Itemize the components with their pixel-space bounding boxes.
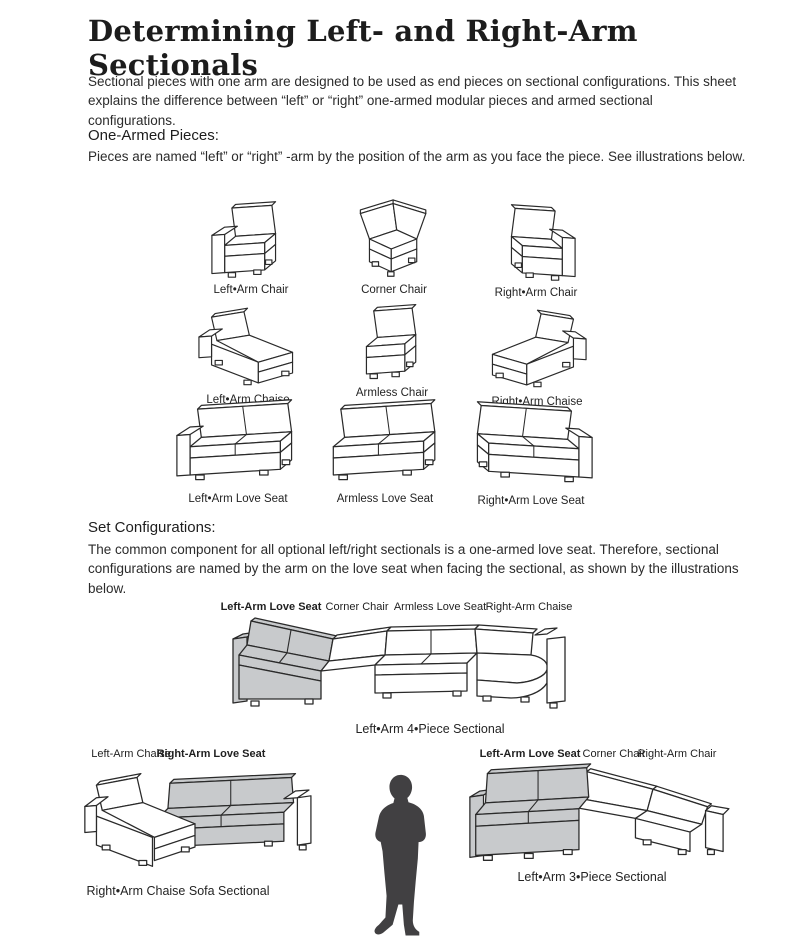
piece-label: Right•Arm Love Seat xyxy=(477,495,585,507)
one-armed-pieces-description: Pieces are named “left” or “right” -arm … xyxy=(88,149,746,164)
part-label-corner-chair: Corner Chair xyxy=(325,601,389,613)
part-label-right-arm-chaise: Right-Arm Chaise xyxy=(485,601,573,613)
piece-label: Left•Arm Love Seat xyxy=(188,493,288,505)
right-arm-chaise-illustration xyxy=(478,303,596,393)
set-configurations-heading: Set Configurations: xyxy=(88,519,216,536)
part-label-left-arm-chaise: Left-Arm Chaise xyxy=(91,748,171,760)
left-arm-love-seat-illustration xyxy=(164,396,312,490)
grid-cell-right-arm-chair: Right•Arm Chair xyxy=(451,200,621,299)
part-label-armless-love-seat: Armless Love Seat xyxy=(393,601,487,613)
set-configurations-description: The common component for all optional le… xyxy=(88,542,739,596)
piece-label: Armless Chair xyxy=(355,387,429,399)
grid-cell-corner-chair: Corner Chair xyxy=(309,197,479,296)
part-label-right-arm-chair-2: Right-Arm Chair xyxy=(637,748,717,760)
left-arm-chaise-illustration xyxy=(189,301,307,391)
grid-cell-left-arm-love-seat: Left•Arm Love Seat xyxy=(153,396,323,505)
grid-cell-right-arm-love-seat: Right•Arm Love Seat xyxy=(446,398,616,507)
four-piece-caption: Left•Arm 4•Piece Sectional xyxy=(355,722,505,736)
part-label-corner-chair-2: Corner Chair xyxy=(582,748,646,760)
one-armed-pieces-heading: One-Armed Pieces: xyxy=(88,127,219,144)
piece-label: Corner Chair xyxy=(361,284,427,296)
right-arm-love-seat-illustration xyxy=(457,398,605,492)
corner-chair-illustration xyxy=(344,197,444,281)
intro-paragraph: Sectional pieces with one arm are design… xyxy=(88,74,737,128)
person-silhouette xyxy=(360,772,444,947)
part-label-left-arm-love-seat: Left-Arm Love Seat xyxy=(220,601,322,613)
part-label-right-arm-love-seat: Right-Arm Love Seat xyxy=(156,748,266,760)
chaise-sofa-caption: Right•Arm Chaise Sofa Sectional xyxy=(86,884,270,898)
page-title: Determining Left- and Right-Arm Sectiona… xyxy=(88,14,638,82)
grid-cell-armless-love-seat: Armless Love Seat xyxy=(300,396,470,505)
chaise-sofa-sectional-illustration xyxy=(80,762,338,881)
three-piece-caption: Left•Arm 3•Piece Sectional xyxy=(517,870,667,884)
part-label-left-arm-love-seat-2: Left-Arm Love Seat xyxy=(479,748,581,760)
left-arm-chair-illustration xyxy=(201,197,301,281)
piece-label: Left•Arm Chair xyxy=(213,284,289,296)
right-arm-chair-illustration xyxy=(486,200,586,284)
grid-cell-armless-chair: Armless Chair xyxy=(307,300,477,399)
grid-cell-right-arm-chaise: Right•Arm Chaise xyxy=(452,303,622,408)
piece-label: Right•Arm Chair xyxy=(494,287,578,299)
three-piece-sectional-illustration xyxy=(462,760,730,877)
armless-love-seat-illustration xyxy=(311,396,459,490)
grid-cell-left-arm-chair: Left•Arm Chair xyxy=(166,197,336,296)
armless-chair-illustration xyxy=(345,300,439,384)
piece-label: Armless Love Seat xyxy=(336,493,434,505)
four-piece-sectional-illustration xyxy=(227,613,572,720)
